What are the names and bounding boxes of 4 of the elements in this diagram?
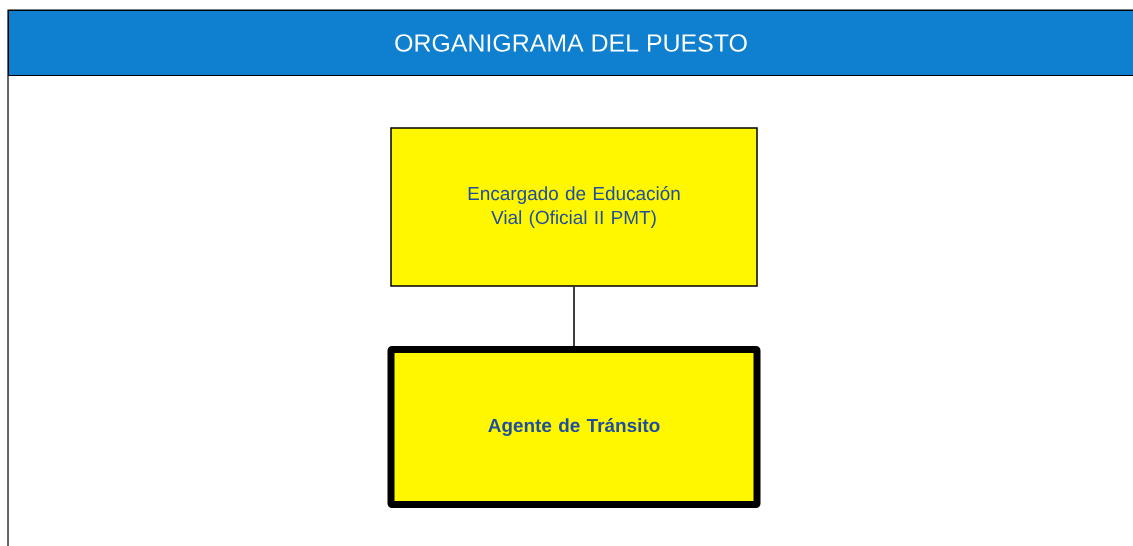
connector-line (573, 286, 575, 347)
position-box: Encargado de Educación Vial (Oficial II PMT) (390, 127, 758, 287)
title-bar: ORGANIGRAMA DEL PUESTO (8, 10, 1133, 76)
position-box: Agente de Tránsito (387, 346, 761, 508)
